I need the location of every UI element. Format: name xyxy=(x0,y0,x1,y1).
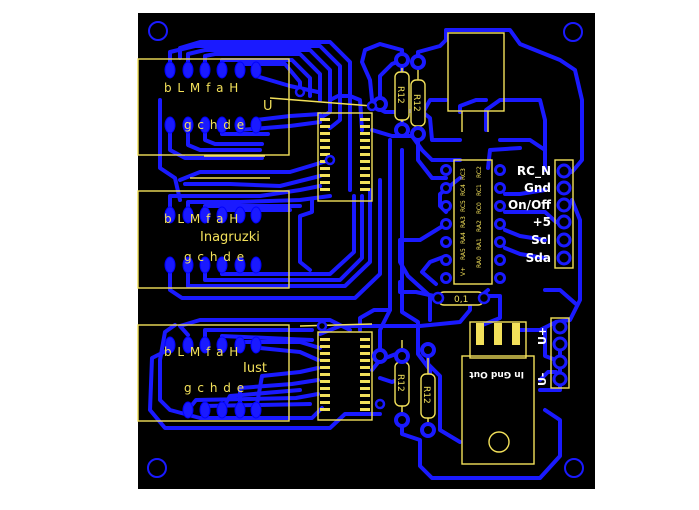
vias xyxy=(294,86,386,410)
capacitor: 0,1 xyxy=(431,291,491,306)
connector-label-gnd: Gnd xyxy=(524,181,551,195)
voltage-regulator: In Gnd Out xyxy=(461,321,535,465)
silk-lines xyxy=(190,97,373,327)
regulator-label: In Gnd Out xyxy=(469,369,524,379)
module-label-inagruzki: Inagruzki xyxy=(200,230,260,245)
mcu-pin-ra5: RA5 xyxy=(460,248,467,260)
resistor-r1: R12 xyxy=(394,58,410,132)
mcu-pin-ra1: RA1 xyxy=(476,238,483,250)
connector-label-sda: Sda xyxy=(526,251,551,265)
power-label-plus: U+ xyxy=(536,327,549,345)
power-connector: U+ U- xyxy=(536,317,570,389)
ic-driver-top xyxy=(317,112,373,202)
display3-bottom-label: g c h d e xyxy=(184,381,245,395)
mcu-pin-rc0: RC0 xyxy=(476,202,483,214)
display1-top-label: b L M f a H xyxy=(164,81,239,95)
display2-pads xyxy=(164,206,262,274)
mcu-pin-rc4: RC4 xyxy=(460,184,467,196)
r3-label: R12 xyxy=(395,374,405,392)
r4-label: R12 xyxy=(421,386,431,404)
display1-bottom-label: g c h d e xyxy=(184,118,245,132)
mounting-holes xyxy=(147,21,584,478)
connector-label-onoff: On/Off xyxy=(508,198,551,212)
connector-label-5v: +5 xyxy=(533,215,551,229)
mcu-pin-rc1: RC1 xyxy=(476,184,483,196)
module-label-iust: Iust xyxy=(243,361,267,376)
mcu-pin-ra2: RA2 xyxy=(476,220,483,232)
mcu-pin-rc2: RC2 xyxy=(476,166,483,178)
r1-label: R12 xyxy=(395,86,405,104)
mcu-chip: RC2 RC1 RC0 RA2 RA1 RA0 RC3 RC4 RC5 RA3 … xyxy=(453,159,493,285)
mcu-pin-rc5: RC5 xyxy=(460,200,467,212)
display3-top-label: b L M f a H xyxy=(164,345,239,359)
display1-pads xyxy=(164,61,262,134)
connector-label-scl: Scl xyxy=(531,233,551,247)
r2-label: R12 xyxy=(411,94,421,112)
mcu-pin-ra3: RA3 xyxy=(460,216,467,228)
capacitor-label: 0,1 xyxy=(454,295,468,305)
mcu-pin-ra0: RA0 xyxy=(476,256,483,268)
display2-top-label: b L M f a H xyxy=(164,212,239,226)
mcu-pin-ra4: RA4 xyxy=(460,232,467,244)
module-label-u: U xyxy=(263,99,273,114)
resistor-pads xyxy=(372,52,436,438)
display3-pads xyxy=(164,336,262,419)
top-connector xyxy=(447,32,505,132)
resistor-r2: R12 xyxy=(410,60,426,136)
connector-header: RC_N Gnd On/Off +5 Scl Sda xyxy=(508,159,574,269)
mcu-pads xyxy=(440,164,506,284)
display2-bottom-label: g c h d e xyxy=(184,250,245,264)
mcu-pin-rc3: RC3 xyxy=(460,168,467,180)
connector-label-rcn: RC_N xyxy=(517,164,551,179)
power-label-minus: U- xyxy=(536,373,549,387)
resistor-r4: R12 xyxy=(420,350,436,430)
ic-driver-bottom xyxy=(317,331,373,421)
mcu-pin-vplus: V+ xyxy=(460,267,467,276)
display-pads xyxy=(164,61,262,419)
display-modules xyxy=(137,58,290,422)
